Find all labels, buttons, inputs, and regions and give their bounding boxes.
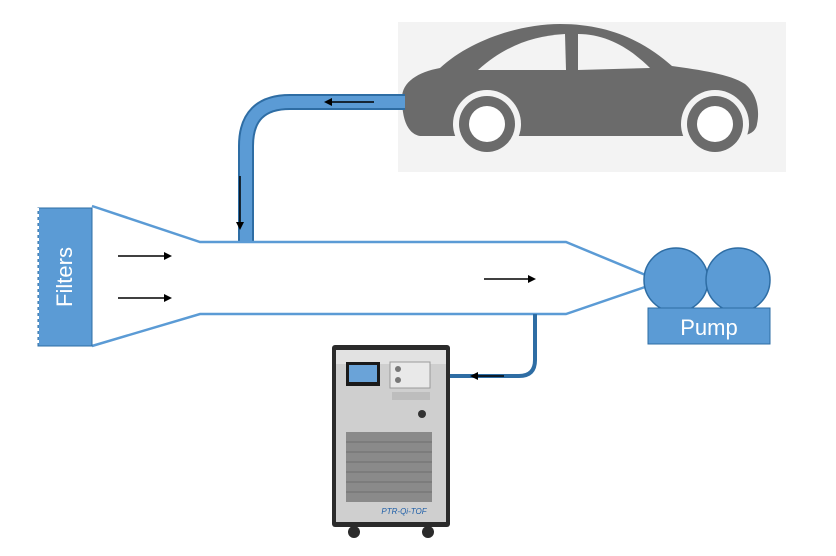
instrument-icon: PTR-Qi-TOF <box>332 345 450 538</box>
filters-label: Filters <box>52 247 77 307</box>
exhaust-transfer-pipe <box>238 94 405 242</box>
arrow-icon <box>470 372 504 380</box>
pump-icon: Pump <box>643 247 771 345</box>
filters-block: Filters <box>37 207 93 347</box>
arrow-icon <box>324 98 374 106</box>
instrument-vent <box>346 432 432 502</box>
arrow-icon <box>484 275 536 283</box>
car-group <box>398 22 786 172</box>
flow-arrows <box>118 98 536 380</box>
dilution-tunnel <box>91 204 649 348</box>
arrow-icon <box>118 252 172 260</box>
instrument-brand-label: PTR-Qi-TOF <box>381 507 427 516</box>
sampling-line <box>440 314 537 378</box>
arrow-icon <box>236 176 244 230</box>
pump-label: Pump <box>680 315 737 340</box>
inlet-panel <box>389 361 431 389</box>
car-icon <box>402 24 759 158</box>
arrow-icon <box>118 294 172 302</box>
pump-base <box>647 307 771 345</box>
